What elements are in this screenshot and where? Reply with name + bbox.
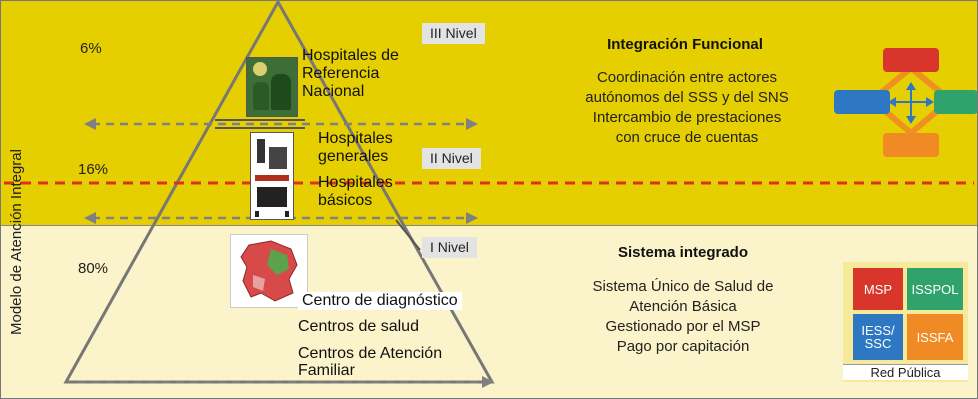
lower-description: Sistema Único de Salud de Atención Básic…: [548, 277, 818, 357]
cell-label: ISSFA: [916, 329, 954, 345]
bottom-item-wrap: Centros de Atención Familiar: [298, 345, 442, 379]
level-connector: [395, 219, 421, 251]
bottom-dashed-arrow: [78, 376, 494, 388]
cell-label: MSP: [863, 281, 893, 297]
cell-label: IESS/ SSC: [861, 323, 895, 351]
band-divider: [0, 225, 978, 226]
pyramid-top-line: Nacional: [302, 83, 365, 100]
upper-line: autónomos del SSS y del SNS: [585, 89, 789, 106]
side-label: Modelo de Atención Integral: [8, 149, 25, 335]
network-cell-msp: MSP: [853, 268, 903, 310]
upper-description: Coordinación entre actores autónomos del…: [548, 68, 826, 148]
map-icon: [230, 234, 308, 308]
pyramid-top-line: Referencia: [302, 65, 380, 82]
lower-line: Sistema Único de Salud de: [592, 278, 774, 295]
network-cell-isspol: ISSPOL: [907, 268, 963, 310]
percentage-middle: 16%: [78, 161, 109, 178]
lower-line: Pago por capitación: [616, 338, 750, 355]
lower-band: [0, 226, 978, 399]
hospital-bed-icon: [250, 132, 294, 220]
pyramid-middle-line: generales: [318, 148, 389, 165]
upper-dashed-arrow: [84, 118, 478, 130]
pyramid-top-line: Hospitales de: [302, 47, 399, 64]
upper-band: [0, 0, 978, 226]
pyramid-top-label: Hospitales de Referencia Nacional: [302, 47, 399, 101]
public-network-grid: MSP ISSPOL IESS/ SSC ISSFA Red Pública: [843, 262, 968, 382]
pyramid-basic-line: Hospitales: [318, 174, 393, 191]
hospital-photo-icon: [246, 57, 298, 117]
pyramid-basic-line: básicos: [318, 192, 373, 209]
network-icon: [834, 48, 978, 157]
cell-label: ISSPOL: [911, 281, 959, 297]
upper-heading: Integración Funcional: [607, 36, 763, 53]
level-iii-tag: III Nivel: [422, 23, 485, 44]
upper-line: Intercambio de prestaciones: [592, 109, 782, 126]
network-caption: Red Pública: [843, 364, 968, 380]
level-i-tag: I Nivel: [422, 237, 477, 258]
lower-line: Gestionado por el MSP: [605, 318, 761, 335]
pyramid-basic-label: Hospitales básicos: [318, 174, 393, 210]
upper-line: con cruce de cuentas: [615, 129, 759, 146]
pyramid-middle-label: Hospitales generales: [318, 130, 393, 166]
bottom-item: Familiar: [298, 362, 355, 379]
lower-line: Atención Básica: [629, 298, 737, 315]
bottom-item: Centros de salud: [298, 318, 419, 335]
network-cell-iess: IESS/ SSC: [853, 314, 903, 360]
percentage-bottom: 80%: [78, 260, 109, 277]
bottom-item: Centro de diagnóstico: [298, 292, 462, 310]
bottom-item: Centros de Atención: [298, 345, 443, 362]
pyramid-middle-line: Hospitales: [318, 130, 393, 147]
level-ii-tag: II Nivel: [422, 148, 481, 169]
pyramid-shelf: [215, 119, 305, 129]
percentage-top: 6%: [80, 40, 102, 57]
network-cell-issfa: ISSFA: [907, 314, 963, 360]
upper-line: Coordinación entre actores: [596, 69, 778, 86]
lower-heading: Sistema integrado: [617, 244, 749, 261]
